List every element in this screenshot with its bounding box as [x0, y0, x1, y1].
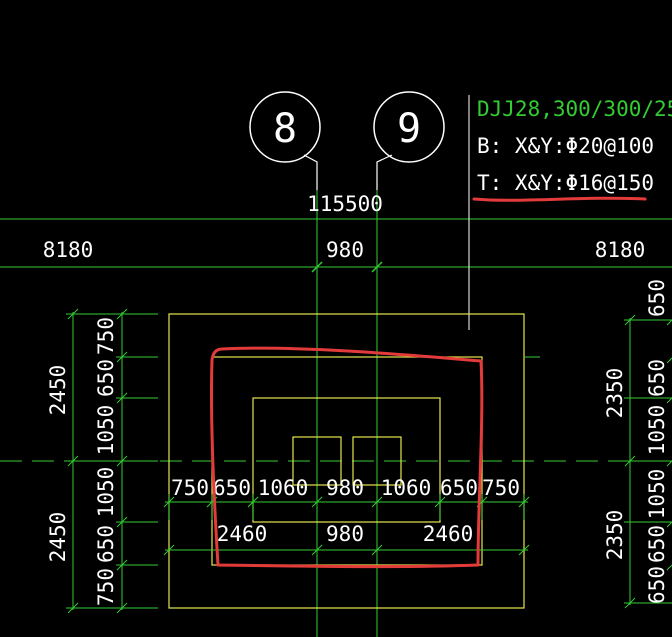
- row1-dim-3: 1060: [258, 476, 309, 500]
- column-pedestal-left: [292, 436, 342, 486]
- elevation-label: 115500: [307, 192, 383, 216]
- top-dim-ticks: [311, 261, 383, 273]
- left-dim-inner-2: 650: [94, 359, 118, 397]
- right-dim-inner-2: 650: [645, 359, 669, 397]
- left-dim-outer-bottom: 2450: [46, 512, 70, 563]
- left-dim-inner-6: 750: [94, 568, 118, 606]
- right-dim-inner-3: 1050: [645, 405, 669, 456]
- footing-step-1: [168, 313, 525, 609]
- row2-dim-2: 980: [326, 522, 364, 546]
- axis-bubble-8: 8: [249, 91, 321, 163]
- column-pedestal-right: [352, 436, 402, 486]
- right-dimension-chain: [525, 314, 672, 609]
- top-dim-right: 8180: [595, 238, 646, 262]
- right-dim-inner-4: 1050: [645, 469, 669, 520]
- foundation-label-bottom-rebar: B: X&Y:Φ20@100: [477, 134, 654, 158]
- right-dim-outer-top: 2350: [603, 368, 627, 419]
- left-dim-inner-3: 1050: [94, 405, 118, 456]
- axis-bubble-8-label: 8: [273, 106, 297, 152]
- right-dim-inner-5: 650: [645, 525, 669, 563]
- right-dim-inner-1: 650: [645, 279, 669, 317]
- row1-dim-4: 980: [326, 476, 364, 500]
- foundation-label-top-rebar: T: X&Y:Φ16@150: [477, 171, 654, 195]
- row1-dim-1: 750: [171, 476, 209, 500]
- left-dimension-chain: [66, 308, 158, 614]
- red-markup-underline: [472, 196, 647, 202]
- row1-dim-5: 1060: [381, 476, 432, 500]
- row1-dim-7: 750: [482, 476, 520, 500]
- top-dim-center: 980: [326, 238, 364, 262]
- right-dim-inner-6: 650: [645, 566, 669, 604]
- axis-bubble-9: 9: [373, 91, 445, 163]
- right-dim-outer-bottom: 2350: [603, 510, 627, 561]
- row2-dimension-line: [163, 544, 530, 556]
- top-dim-left: 8180: [43, 238, 94, 262]
- left-dim-inner-4: 1050: [94, 467, 118, 518]
- left-dim-inner-5: 650: [94, 525, 118, 563]
- footing-step-3: [252, 397, 441, 523]
- row1-dim-6: 650: [440, 476, 478, 500]
- axis-bubble-9-label: 9: [397, 106, 421, 152]
- bubble-leaders: [303, 154, 393, 190]
- foundation-label-name: DJJ28,300/300/250: [477, 97, 672, 121]
- horizontal-grid-lines: [0, 218, 672, 268]
- left-dim-outer-top: 2450: [46, 365, 70, 416]
- row2-dim-1: 2460: [217, 522, 268, 546]
- left-dim-inner-1: 750: [94, 317, 118, 355]
- red-markup-outline: [209, 346, 484, 569]
- row1-dim-2: 650: [213, 476, 251, 500]
- vertical-axis-lines: [316, 162, 378, 637]
- row2-dim-3: 2460: [423, 522, 474, 546]
